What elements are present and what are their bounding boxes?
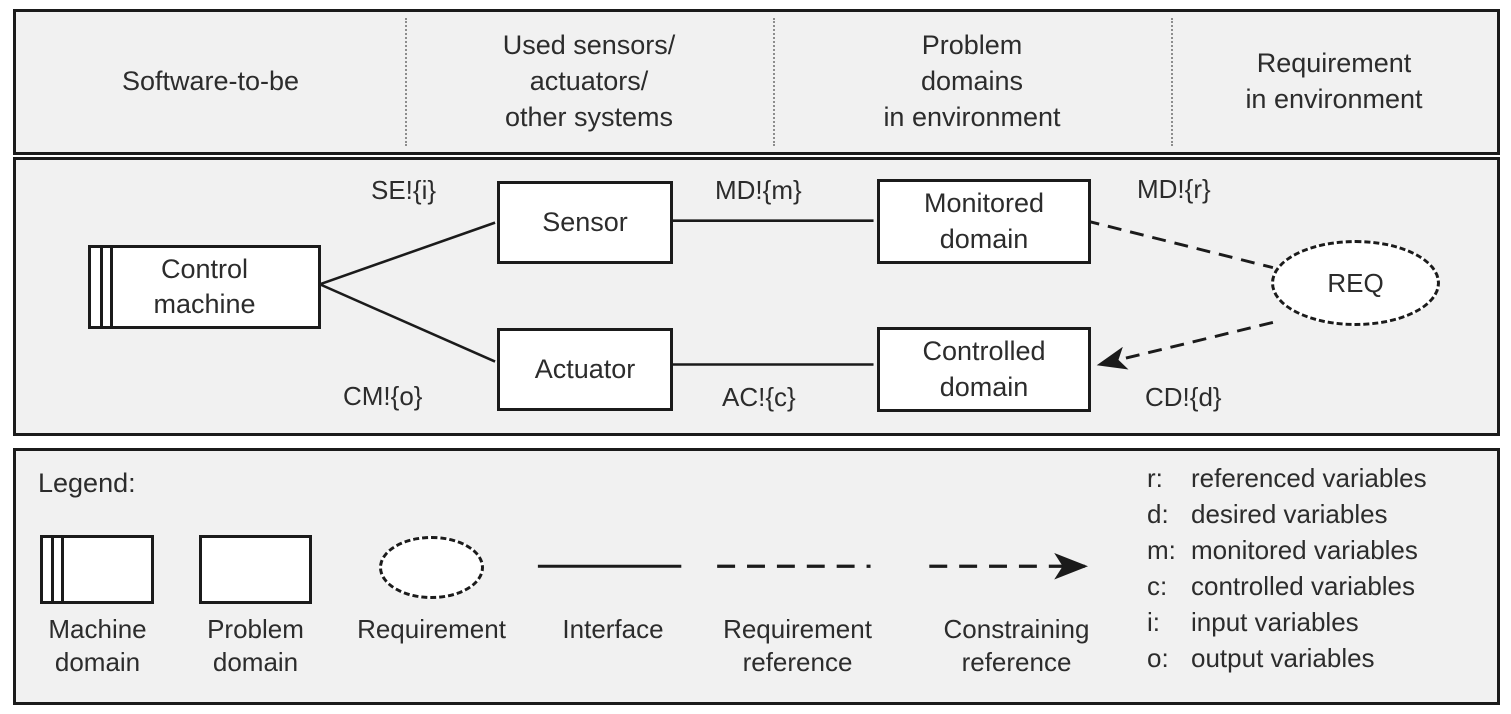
header-line: in environment [1245, 84, 1423, 114]
variable-row: m: monitored variables [1147, 535, 1427, 571]
header-panel: Software-to-be Used sensors/ actuators/ … [13, 9, 1500, 155]
legend-caption-constraining-reference: Constraining reference [943, 614, 1090, 678]
header-line: domains [920, 66, 1024, 97]
edge-label-monitored-interface: MD!{m} [715, 175, 802, 205]
machine-domain-stripe-1 [100, 248, 103, 326]
header-separator-3 [1171, 18, 1173, 146]
variable-key: o: [1147, 643, 1169, 673]
node-sensor[interactable]: Sensor [497, 181, 673, 264]
legend-caption-machine-domain: Machine domain [48, 614, 147, 678]
header-column-software-to-be: Software-to-be [16, 12, 405, 152]
header-separator-2 [773, 18, 775, 146]
edge-label-constraining-reference: CD!{d} [1145, 382, 1222, 412]
node-label: Controlled domain [922, 336, 1046, 402]
variable-row: r: referenced variables [1147, 463, 1427, 499]
variable-key: m: [1147, 535, 1176, 565]
header-line: Problem [921, 30, 1023, 61]
variable-description: monitored variables [1191, 535, 1418, 565]
variable-row: c: controlled variables [1147, 571, 1427, 607]
node-label: Actuator [534, 353, 636, 384]
variable-description: output variables [1191, 643, 1375, 673]
variable-row: i: input variables [1147, 607, 1427, 643]
node-label: Monitored domain [923, 188, 1045, 254]
edge-label-actuator-interface: CM!{o} [343, 381, 423, 411]
variable-row: o: output variables [1147, 643, 1427, 679]
header-line: Requirement [1256, 48, 1412, 79]
connector-layer [319, 219, 1274, 370]
variable-description: controlled variables [1191, 571, 1416, 601]
edge-label-requirement-reference: MD!{r} [1137, 174, 1211, 204]
node-label: Sensor [542, 206, 628, 237]
node-label: REQ [1327, 267, 1384, 298]
header-separator-1 [405, 18, 407, 146]
header-line: actuators/ [529, 66, 649, 97]
node-label: Control machine [153, 253, 256, 319]
machine-domain-stripe-2 [110, 248, 113, 326]
legend-panel: Legend: Machine domain Problem domain Re… [13, 448, 1500, 705]
legend-caption-interface: Interface [562, 614, 664, 644]
variable-description: desired variables [1191, 499, 1388, 529]
edge-label-sensor-interface: SE!{i} [371, 175, 437, 205]
header-column-used-sensors: Used sensors/ actuators/ other systems [405, 12, 773, 152]
interface-line-machine-actuator [319, 283, 496, 363]
node-requirement-req[interactable]: REQ [1271, 240, 1440, 326]
header-line: other systems [504, 101, 674, 132]
requirement-reference-line [1085, 219, 1274, 270]
diagram-panel: Control machine Sensor Actuator Monitore… [13, 157, 1500, 436]
variable-glossary: r: referenced variables d: desired varia… [1147, 463, 1427, 679]
variable-key: c: [1147, 571, 1168, 601]
edge-label-controlled-interface: AC!{c} [722, 382, 796, 412]
legend-line-layer [537, 552, 1089, 580]
legend-caption-problem-domain: Problem domain [207, 614, 304, 678]
constraining-reference-line [1096, 321, 1274, 370]
legend-caption-requirement: Requirement [357, 614, 506, 644]
header-line: Software-to-be [121, 66, 300, 97]
variable-description: referenced variables [1191, 463, 1427, 493]
variable-description: input variables [1191, 607, 1359, 637]
node-monitored-domain[interactable]: Monitored domain [877, 179, 1091, 264]
header-column-requirement: Requirement in environment [1171, 12, 1497, 152]
node-control-machine[interactable]: Control machine [88, 245, 321, 329]
machine-domain-stripe-2 [61, 538, 64, 601]
legend-title: Legend: [38, 468, 136, 498]
interface-line-machine-sensor [319, 221, 496, 286]
variable-row: d: desired variables [1147, 499, 1427, 535]
header-line: Used sensors/ [502, 30, 676, 61]
requirement-symbol [379, 536, 484, 599]
machine-domain-stripe-1 [51, 538, 54, 601]
node-actuator[interactable]: Actuator [497, 328, 673, 411]
variable-key: d: [1147, 499, 1169, 529]
node-controlled-domain[interactable]: Controlled domain [877, 327, 1091, 412]
machine-domain-symbol [40, 535, 154, 604]
header-column-problem-domains: Problem domains in environment [773, 12, 1171, 152]
problem-domain-symbol [199, 535, 312, 604]
variable-key: i: [1147, 607, 1160, 637]
variable-key: r: [1147, 463, 1163, 493]
header-line: in environment [883, 101, 1061, 132]
legend-caption-requirement-reference: Requirement reference [723, 614, 872, 678]
